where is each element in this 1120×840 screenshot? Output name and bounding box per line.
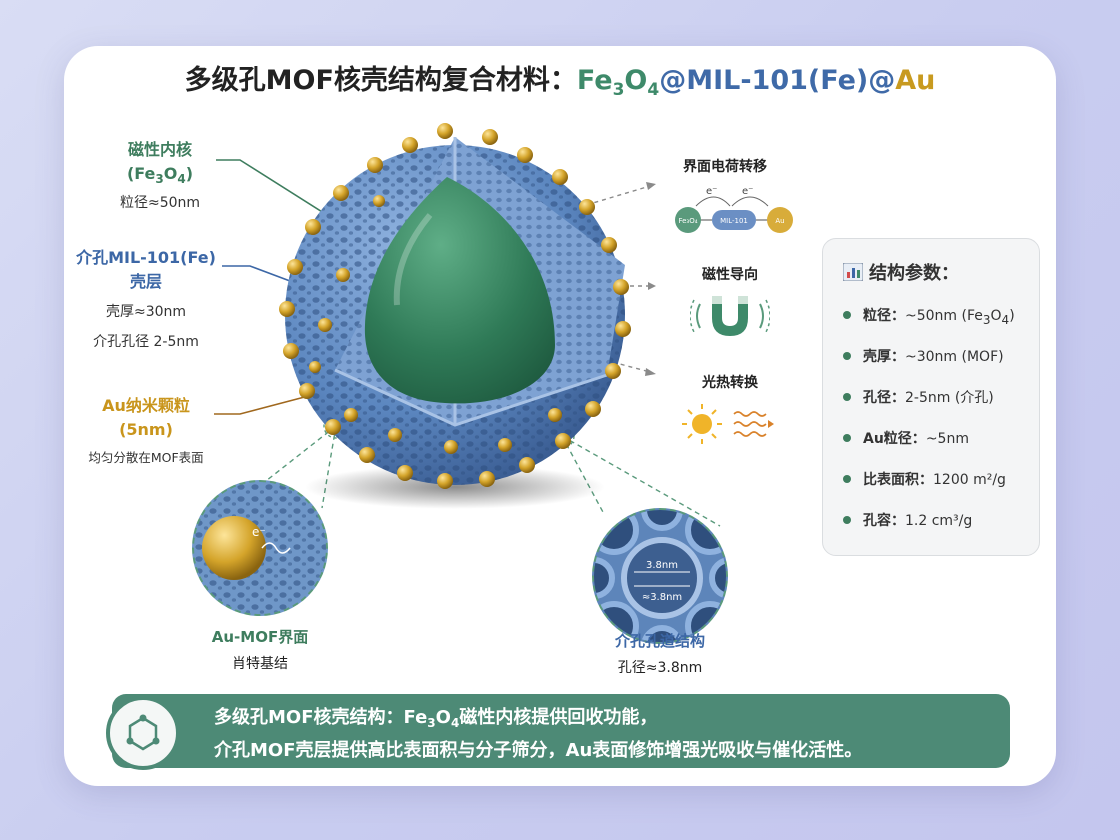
zoom-interface-label: Au-MOF界面 肖特基结 [211,628,309,672]
param-row-pore-volume: 孔容：1.2 cm³/g [843,510,972,530]
au-label-detail: 均匀分散在MOF表面 [88,450,204,465]
core-label-detail: 粒径≈50nm [119,195,201,211]
core-label-title: 磁性内核 [127,140,192,159]
charge-transfer-diagram: e⁻ e⁻ Fe₃O₄ MIL-101 Au [675,186,793,233]
shell-label-title1: 介孔MIL-101(Fe) [76,248,216,267]
au-label-title2: (5nm) [119,420,173,439]
param-row-au-size: Au粒径：~5nm [843,428,969,448]
au-particle-zoom [202,516,266,580]
pore-dim-1: 3.8nm [646,560,678,571]
heat-waves-icon [733,411,774,437]
svg-text:Au: Au [775,217,784,225]
zoom-au-mof-interface: e⁻ [192,480,328,616]
transfer-e1: e⁻ [706,186,717,197]
sun-icon [692,414,712,434]
feature-transfer-title: 界面电荷转移 [683,159,767,175]
electron-label: e⁻ [252,525,266,539]
core-shell-sphere [255,115,655,515]
parameters-panel: 结构参数： 粒径：~50nm (Fe3O4) 壳厚：~30nm (MOF) 孔径… [822,238,1040,556]
core-label-formula: (Fe3O4) [126,164,194,186]
molecule-icon [106,696,180,770]
summary-banner: 多级孔MOF核壳结构：Fe3O4磁性内核提供回收功能， 介孔MOF壳层提供高比表… [106,694,1010,770]
shell-label-thickness: 壳厚≈30nm [105,304,187,320]
au-label: Au纳米颗粒 (5nm) 均匀分散在MOF表面 [66,394,226,470]
summary-line2: 介孔MOF壳层提供高比表面积与分子筛分，Au表面修饰增强光吸收与催化活性。 [214,740,863,761]
zoom-mesopore-channel: 3.8nm ≈3.8nm [592,508,728,644]
page-title: 多级孔MOF核壳结构复合材料：Fe3O4@MIL-101(Fe)@Au [184,65,936,100]
transfer-node-fe3o4 [675,207,701,233]
param-row-surface-area: 比表面积：1200 m²/g [843,469,1006,489]
svg-text:Fe₃O₄: Fe₃O₄ [678,217,697,225]
param-row-pore: 孔径：2-5nm (介孔) [843,387,994,407]
zoom-channel-label: 介孔孔道结构 孔径≈3.8nm [614,632,705,676]
shell-label-pore: 介孔孔径 2-5nm [93,334,199,350]
transfer-node-au [767,207,793,233]
sun-heat-icon [682,404,774,444]
parameters-title: 结构参数： [843,259,959,285]
feature-magnetic-title: 磁性导向 [702,267,758,283]
magnetic-core [364,177,555,404]
au-label-title1: Au纳米颗粒 [102,396,190,415]
bar-chart-icon [843,263,863,281]
transfer-node-mil [712,210,756,230]
summary-text: 多级孔MOF核壳结构：Fe3O4磁性内核提供回收功能， 介孔MOF壳层提供高比表… [214,704,862,765]
mesopore [621,537,703,619]
param-row-thickness: 壳厚：~30nm (MOF) [843,346,1004,366]
feature-photothermal-title: 光热转换 [702,375,758,391]
magnet-icon [690,296,770,336]
summary-line1: 多级孔MOF核壳结构：Fe3O4磁性内核提供回收功能， [214,707,658,730]
transfer-e2: e⁻ [742,186,753,197]
sphere-shadow [305,465,605,509]
svg-text:MIL-101: MIL-101 [720,217,748,225]
core-label: 磁性内核 (Fe3O4) 粒径≈50nm [80,138,240,215]
shell-label-title2: 壳层 [129,272,162,291]
au-nanoparticles [279,123,631,489]
shell-label: 介孔MIL-101(Fe) 壳层 壳厚≈30nm 介孔孔径 2-5nm [66,246,226,354]
param-row-size: 粒径：~50nm (Fe3O4) [843,305,1015,327]
pore-dim-2: ≈3.8nm [642,592,682,603]
